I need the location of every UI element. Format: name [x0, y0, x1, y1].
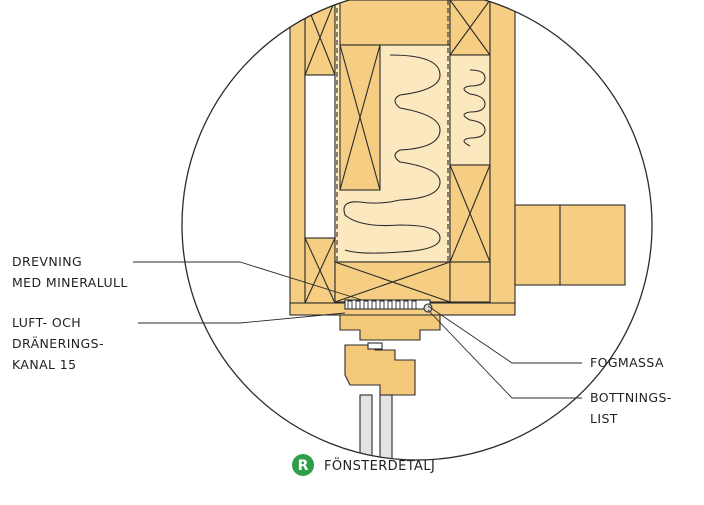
label-drevning-line2: MED MINERALULL [12, 275, 128, 290]
label-luft-line3: KANAL 15 [12, 357, 76, 372]
label-drevning-line1: DREVNING [12, 254, 82, 269]
window-frame-head [339, 314, 441, 341]
air-gap [304, 74, 336, 239]
outer-stud-left [289, 0, 306, 311]
interior-board [489, 0, 516, 306]
window-sash [344, 344, 416, 396]
inner-insulation [449, 54, 491, 166]
leader-fogmassa [427, 305, 582, 364]
inner-stud-bottom-cross [449, 164, 491, 263]
caption-badge [292, 454, 314, 476]
insulation-top-stud [339, 0, 451, 46]
lintel-beam-cross [334, 261, 451, 303]
insulation-inner-stud-cross [339, 44, 381, 191]
detail-circle-content [289, 0, 626, 460]
sash-notch [367, 342, 383, 350]
caulking-pattern [347, 300, 420, 310]
label-bottnings-line1: BOTTNINGS- [590, 390, 672, 405]
label-bottnings-line2: LIST [590, 411, 618, 426]
leader-lines [133, 261, 582, 399]
label-luft-line1: LUFT- OCH [12, 315, 81, 330]
caption-badge-letter: R [298, 458, 309, 474]
leader-bottnings [427, 309, 582, 399]
caption-title: FÖNSTERDETALJ [324, 457, 435, 474]
inner-insulation-wave [463, 69, 486, 147]
glass-pane-inner [379, 394, 393, 460]
label-fogmassa: FOGMASSA [590, 355, 664, 370]
label-luft-line2: DRÄNERINGS- [12, 336, 104, 351]
outer-stud-bottom-cross [304, 237, 336, 304]
glass-pane-outer [359, 394, 373, 460]
window-board [514, 204, 626, 286]
mineral-wool-wave [343, 54, 441, 254]
inner-stud-top-cross [449, 0, 491, 56]
leader-luft [138, 312, 346, 324]
lintel-right [449, 261, 491, 303]
backer-rod [423, 303, 433, 313]
leader-drevning [133, 261, 363, 301]
detail-circle-outline [181, 0, 653, 461]
